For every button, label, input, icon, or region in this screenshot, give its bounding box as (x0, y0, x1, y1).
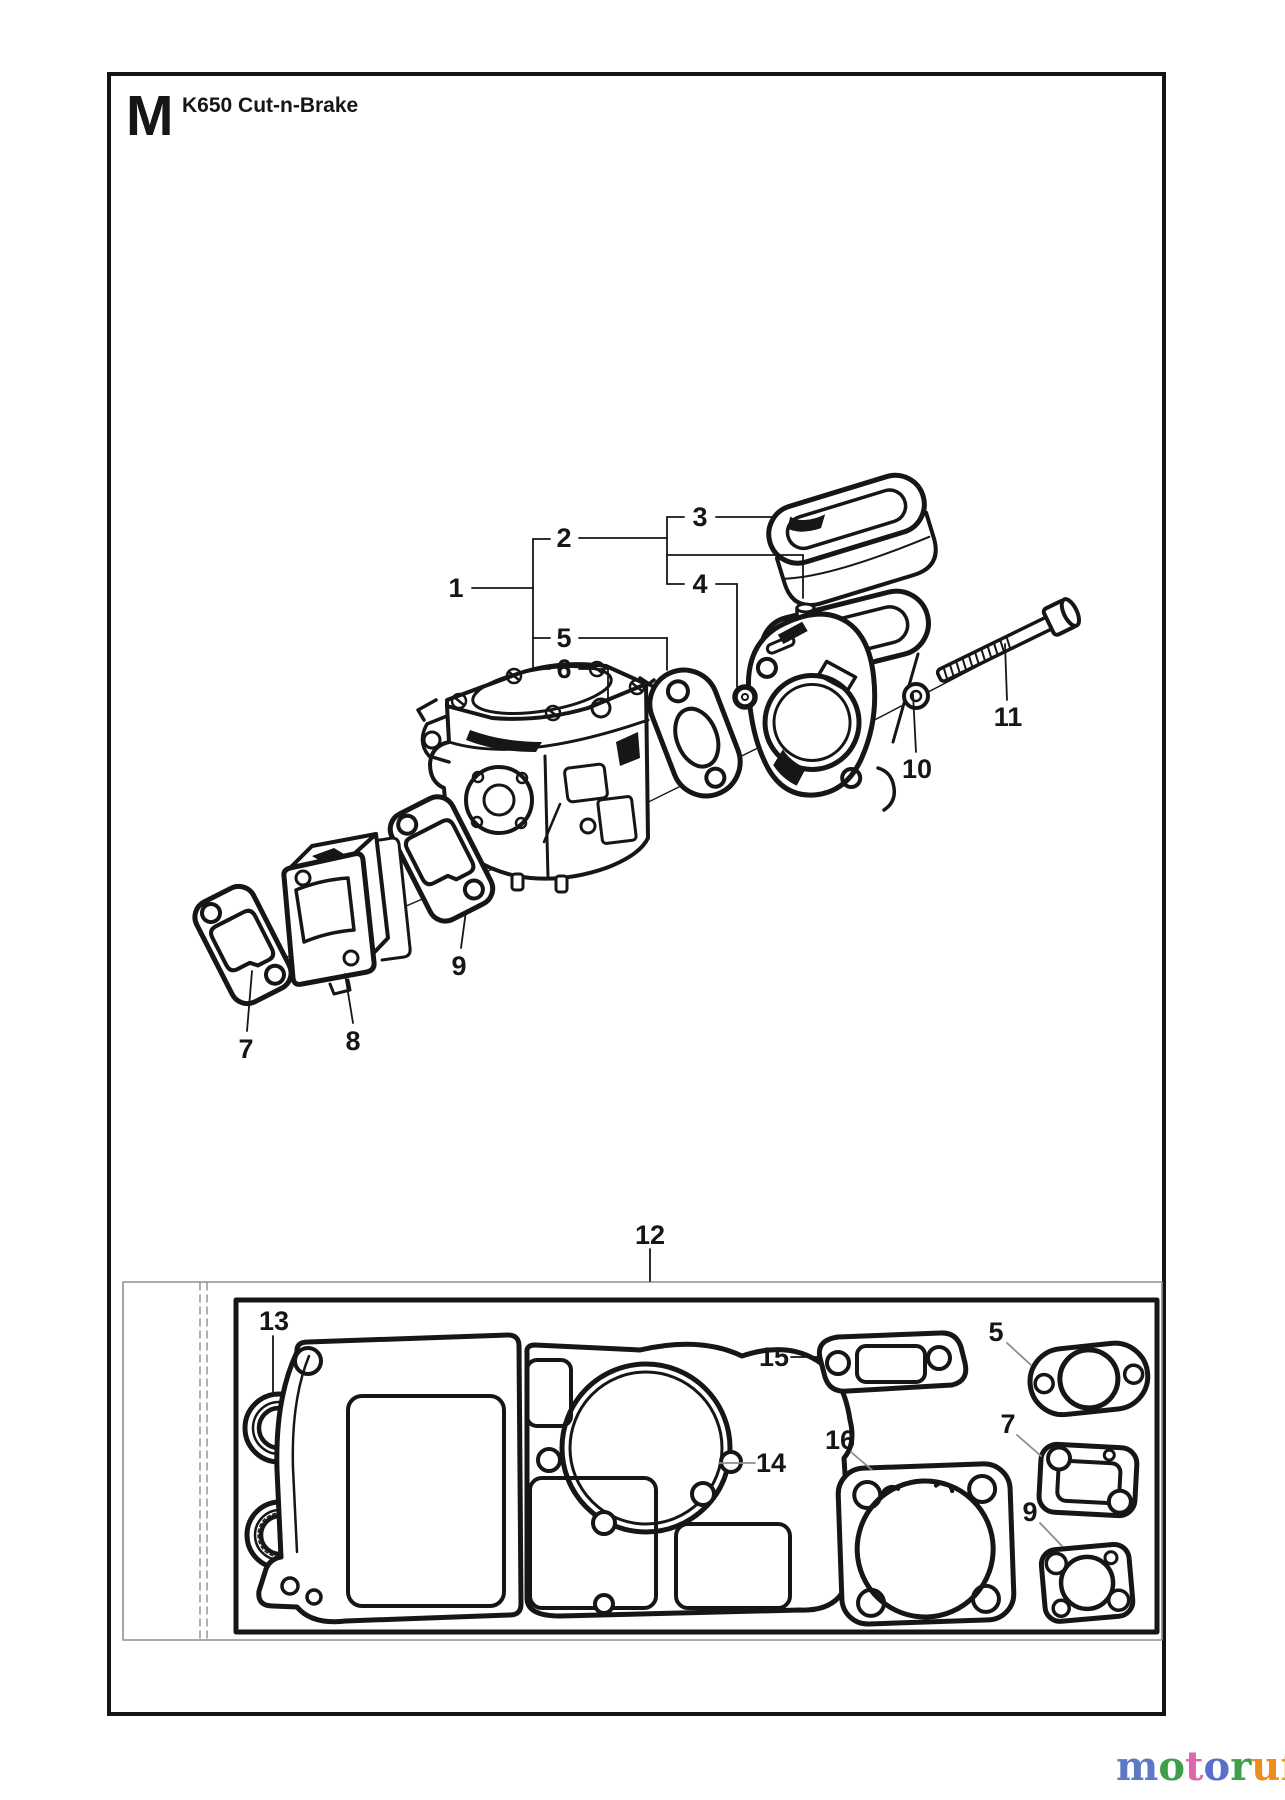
crankcase-gasket-right-drawing (524, 1341, 855, 1619)
part-callout-c14: 14 (756, 1448, 786, 1478)
part-callout-c5b: 5 (988, 1317, 1003, 1347)
watermark-letter: o (1158, 1743, 1186, 1790)
gasket-kit-box (122, 1281, 1163, 1641)
intake-block-drawing (281, 832, 412, 996)
leader-line-c7b (1016, 1434, 1042, 1457)
gasket-9-drawing (387, 794, 496, 924)
part-callout-c15: 15 (759, 1342, 789, 1372)
air-filter-drawing (766, 472, 938, 608)
watermark-letter: r (1230, 1743, 1252, 1790)
washer-drawing (902, 682, 930, 710)
part-callout-c7: 7 (238, 1034, 253, 1064)
crankcase-gasket-left-drawing (256, 1332, 524, 1625)
page-title: K650 Cut-n-Brake (182, 94, 359, 117)
part-callout-c4: 4 (692, 569, 707, 599)
part-callout-c16: 16 (825, 1425, 855, 1455)
intake-manifold-drawing (745, 588, 931, 812)
part-callout-c5: 5 (556, 623, 571, 653)
gasket-7-drawing (192, 883, 294, 1007)
leader-line-c10 (912, 693, 917, 753)
muffler-gasket-drawing (816, 1330, 969, 1394)
part-callout-c6: 6 (556, 654, 571, 684)
part-callout-c1: 1 (448, 573, 463, 603)
gasket-5-drawing (647, 667, 743, 799)
leader-line-c16 (850, 1451, 873, 1471)
gasket-9-kit-drawing (1038, 1541, 1136, 1624)
cylinder-gasket-drawing (835, 1461, 1017, 1627)
part-callout-c7b: 7 (1000, 1409, 1015, 1439)
leader-line-c7 (246, 970, 253, 1032)
leader-line-c11 (1004, 643, 1008, 701)
watermark-brand: motoruf (1116, 1743, 1285, 1790)
part-callout-c10: 10 (902, 754, 932, 784)
leader-line-c8 (344, 973, 354, 1024)
part-callout-c9b: 9 (1022, 1497, 1037, 1527)
gasket-7-kit-drawing (1036, 1441, 1140, 1519)
leader-line-c9 (460, 910, 467, 949)
watermark-letter: f (1280, 1743, 1285, 1790)
seal-ring-drawing (732, 684, 758, 710)
part-callout-c12: 12 (635, 1220, 665, 1250)
part-callout-c9: 9 (451, 951, 466, 981)
carburetor-drawing (416, 660, 656, 894)
page-border (107, 72, 1166, 1716)
watermark-letter: t (1185, 1743, 1204, 1790)
watermark-logo: motoruf'.de (1116, 1742, 1285, 1789)
part-callout-c3: 3 (692, 502, 707, 532)
watermark-letter: o (1203, 1743, 1231, 1790)
part-callout-c13: 13 (259, 1306, 289, 1336)
part-callout-c2: 2 (556, 523, 571, 553)
part-callout-c8: 8 (345, 1026, 360, 1056)
part-callout-c11: 11 (994, 702, 1023, 732)
carb-gasket-kit-drawing (1027, 1340, 1151, 1418)
bolt-drawing (935, 597, 1082, 683)
leader-line-c5b (1006, 1342, 1032, 1366)
section-letter: M (126, 84, 174, 148)
leader-line-c9b (1039, 1522, 1063, 1547)
watermark-letter: m (1116, 1743, 1159, 1790)
watermark-letter: u (1251, 1743, 1281, 1790)
